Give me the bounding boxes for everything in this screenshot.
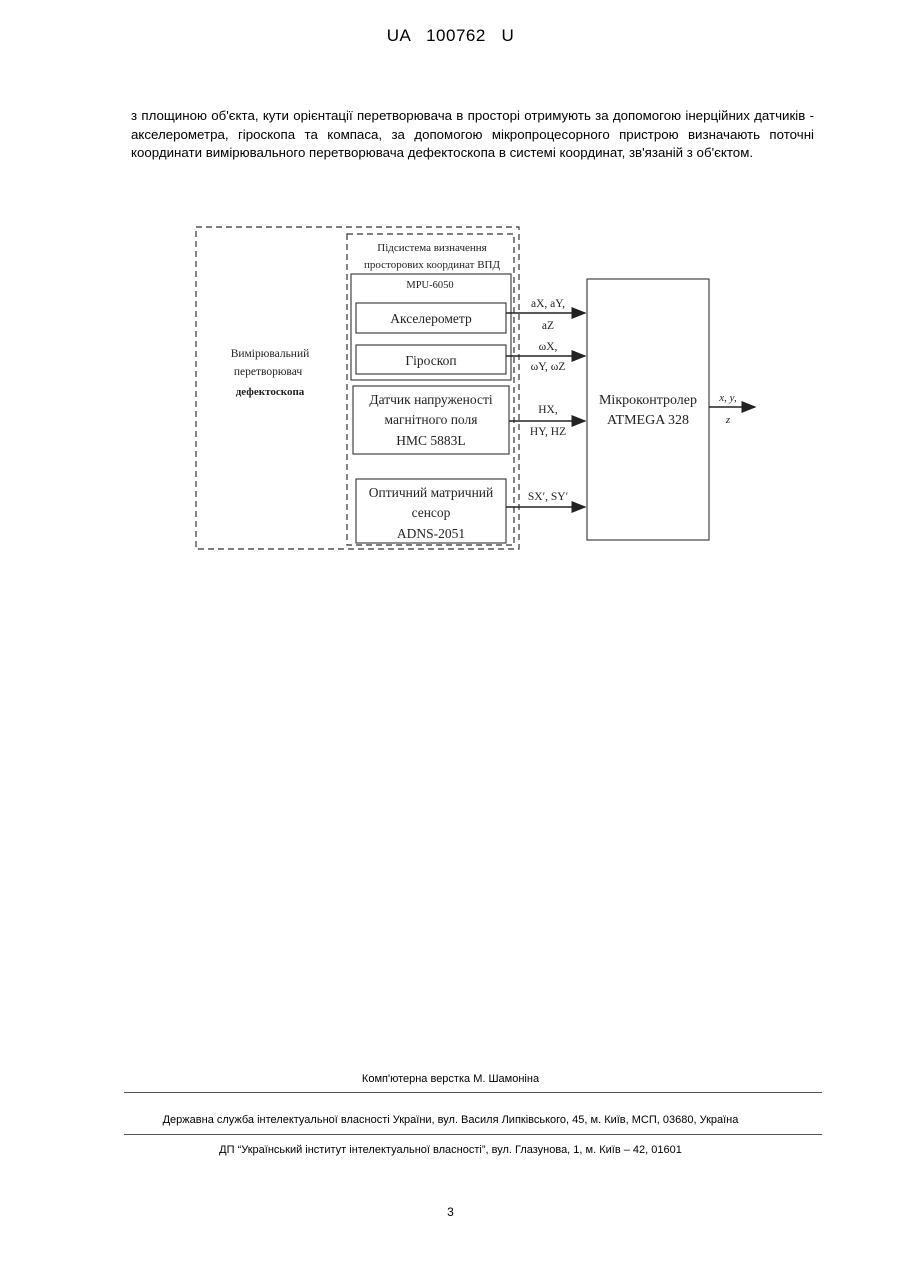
layout-credit: Комп'ютерна верстка М. Шамоніна <box>0 1073 901 1085</box>
magnetometer-label-3: HMC 5883L <box>396 433 465 448</box>
signal-mag-1: HX, <box>538 404 558 416</box>
transducer-label-1: Вимірювальний <box>231 348 310 360</box>
signal-gyro-2: ωY, ωZ <box>531 361 566 373</box>
output-label-2: z <box>725 414 731 426</box>
signal-gyro-1: ωX, <box>539 341 558 353</box>
magnetometer-label-1: Датчик напруженості <box>369 392 492 407</box>
magnetometer-label-2: магнітного поля <box>385 412 478 427</box>
mpu-label: MPU-6050 <box>406 280 453 291</box>
subsystem-title-2: просторових координат ВПД <box>364 259 500 271</box>
page-number: 3 <box>0 1205 901 1219</box>
optical-label-1: Оптичний матричний <box>369 485 494 500</box>
microcontroller-box <box>587 279 709 540</box>
agency-address: Державна служба інтелектуальної власност… <box>0 1114 901 1126</box>
transducer-label-2: перетворювач <box>234 366 303 378</box>
optical-label-2: сенсор <box>412 505 451 520</box>
signal-mag-2: HY, HZ <box>530 426 566 438</box>
subsystem-title-1: Підсистема визначення <box>377 242 486 254</box>
output-label-1: x, y, <box>718 392 737 404</box>
footer-divider-1 <box>124 1092 822 1093</box>
institute-address: ДП “Український інститут інтелектуальної… <box>0 1144 901 1156</box>
footer-divider-2 <box>124 1134 822 1135</box>
mcu-label-2: ATMEGA 328 <box>607 413 689 428</box>
signal-accel-1: aX, aY, <box>531 298 565 310</box>
mcu-label-1: Мікроконтролер <box>599 393 697 408</box>
accelerometer-label: Акселерометр <box>390 311 472 326</box>
optical-label-3: ADNS-2051 <box>397 526 465 541</box>
gyroscope-label: Гіроскоп <box>405 353 456 368</box>
signal-accel-2: aZ <box>542 320 554 332</box>
transducer-label-3: дефектоскопа <box>236 386 305 398</box>
signal-optical: SX′, SY′ <box>528 491 568 503</box>
